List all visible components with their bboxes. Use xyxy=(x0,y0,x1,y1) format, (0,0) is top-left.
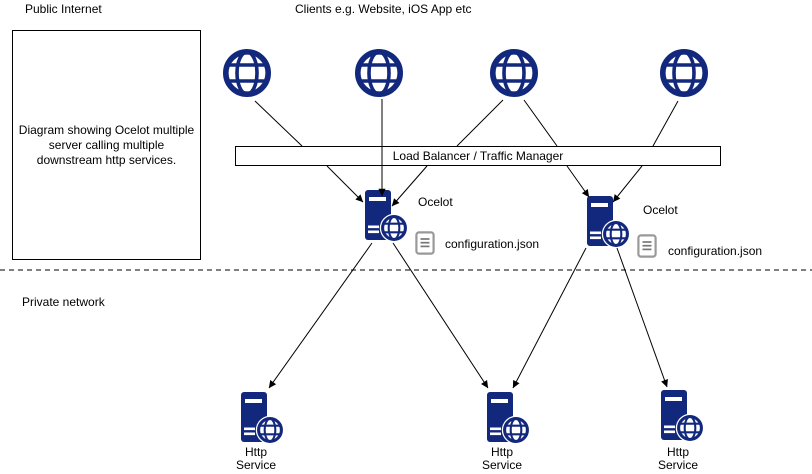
load-balancer-box: Load Balancer / Traffic Manager xyxy=(235,146,721,166)
config-file-label: configuration.json xyxy=(668,244,763,258)
private-network-zone-label: Private network xyxy=(22,295,105,309)
globe-icon xyxy=(222,48,272,98)
edge-gateway2-service3 xyxy=(616,247,668,388)
server-globe-icon xyxy=(240,391,286,446)
edge-lb-gateway2-a xyxy=(566,165,590,198)
service-label-line2: Service xyxy=(657,458,698,472)
globe-icon xyxy=(354,48,404,98)
server-globe-icon xyxy=(660,389,706,444)
service-label: Http Service xyxy=(633,446,723,472)
edge-lb-gateway1-a xyxy=(326,165,364,203)
document-icon xyxy=(637,234,657,258)
server-globe-icon xyxy=(586,195,632,250)
edge-client4-lb xyxy=(652,100,679,147)
globe-icon xyxy=(489,48,539,98)
gateway-label: Ocelot xyxy=(643,203,678,217)
service-label-line2: Service xyxy=(481,458,522,472)
edge-gateway1-service1 xyxy=(268,242,373,389)
service-label: Http Service xyxy=(211,446,301,472)
gateway-label: Ocelot xyxy=(418,195,453,209)
edge-gateway1-service2 xyxy=(392,242,489,389)
service-label-line1: Http xyxy=(490,445,513,459)
public-internet-zone-label: Public Internet xyxy=(25,2,102,16)
service-label-line2: Service xyxy=(235,458,276,472)
config-file-label: configuration.json xyxy=(445,237,540,251)
service-label-line1: Http xyxy=(244,445,267,459)
edge-client3-lb-right xyxy=(523,99,558,147)
globe-icon xyxy=(659,48,709,98)
load-balancer-label: Load Balancer / Traffic Manager xyxy=(392,149,564,163)
server-globe-icon xyxy=(364,189,410,244)
service-label: Http Service xyxy=(457,446,547,472)
edge-gateway2-service2 xyxy=(512,247,587,389)
description-text: Diagram showing Ocelot multiple server c… xyxy=(18,122,195,167)
document-icon xyxy=(415,231,435,255)
service-label-line1: Http xyxy=(666,445,689,459)
server-globe-icon xyxy=(486,391,532,446)
edge-client1-lb xyxy=(254,100,303,147)
description-box: Diagram showing Ocelot multiple server c… xyxy=(12,30,201,260)
clients-label: Clients e.g. Website, iOS App etc xyxy=(295,2,472,16)
edge-client3-lb-left xyxy=(456,99,504,147)
